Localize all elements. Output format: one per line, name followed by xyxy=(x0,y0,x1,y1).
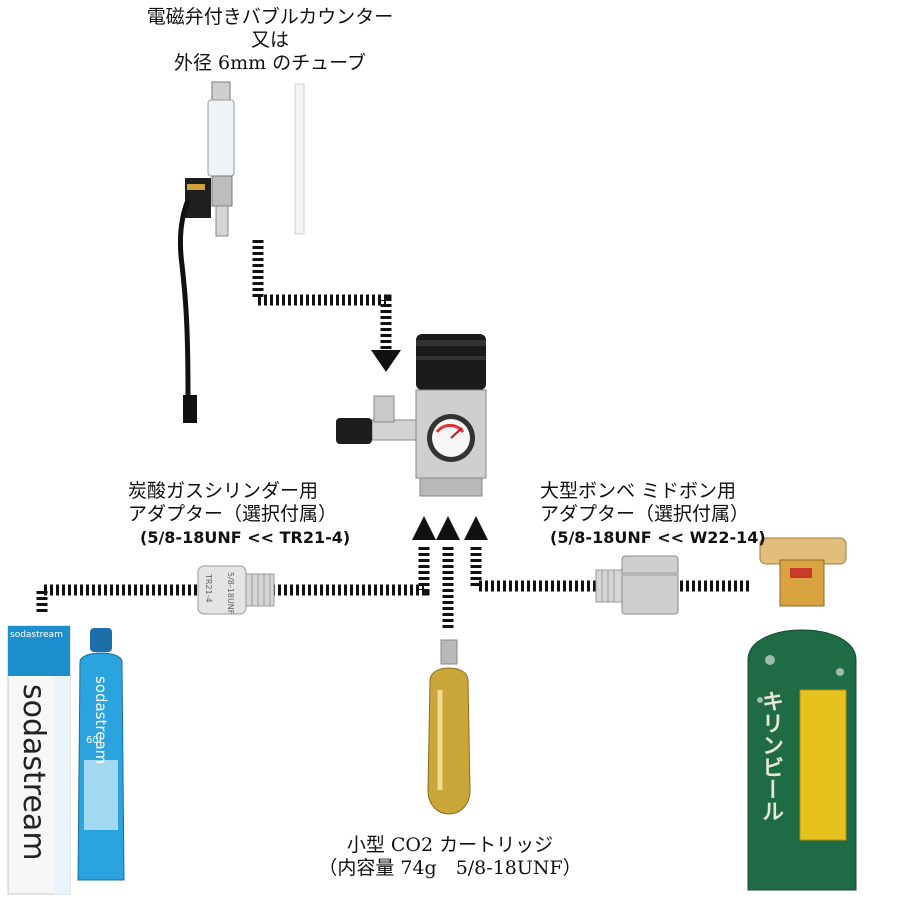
right-adapter-label: 大型ボンベ ミドボン用 アダプター（選択付属） xyxy=(540,480,749,526)
bubble-counter-icon xyxy=(177,81,235,423)
connector-lines xyxy=(36,240,752,628)
left-adapter-icon xyxy=(197,565,275,615)
pressure-regulator-icon xyxy=(336,334,487,497)
connector-right-adapter-to-regulator xyxy=(470,545,596,592)
arrow-up-icon xyxy=(436,516,460,540)
co2-cartridge-icon xyxy=(427,639,471,815)
bubble-counter-title-line3: 外径 6mm のチューブ xyxy=(173,52,367,74)
connector-bubble-counter-to-regulator xyxy=(252,240,392,352)
arrow-up-icon xyxy=(412,516,436,540)
right-adapter-icon xyxy=(595,555,679,615)
sodastream-box-word: sodastream xyxy=(16,684,51,861)
cartridge-line2: （内容量 74g 5/8-18UNF） xyxy=(318,857,582,879)
sodastream-bottle-word: sodastream xyxy=(92,676,110,765)
solenoid-valve-icon xyxy=(177,178,211,423)
sodastream-capacity: 60L xyxy=(86,735,105,746)
arrow-up-icon xyxy=(464,516,488,540)
sodastream-box-icon xyxy=(7,625,71,895)
sodastream-brand: sodastream xyxy=(10,630,63,640)
left-adapter-spec: (5/8-18UNF << TR21-4) xyxy=(140,528,351,547)
left-adapter-body-mark2: 5/8-18UNF xyxy=(226,572,235,615)
gas-cylinder-icon xyxy=(747,537,857,891)
cartridge-line1: 小型 CO2 カートリッジ xyxy=(346,834,554,856)
left-adapter-line2: アダプター（選択付属） xyxy=(128,503,338,525)
connector-left-adapter-to-regulator xyxy=(272,545,430,596)
tube-icon xyxy=(294,83,305,235)
right-adapter-line2: アダプター（選択付属） xyxy=(540,503,750,525)
pressure-gauge-icon xyxy=(427,414,475,462)
sodastream-bottle-icon xyxy=(77,628,125,881)
bubble-counter-title-line1: 電磁弁付きバブルカウンター xyxy=(146,6,394,28)
arrow-down-icon xyxy=(371,350,401,372)
tank-side-text: キリンビール xyxy=(758,690,783,822)
right-adapter-line1: 大型ボンベ ミドボン用 xyxy=(540,480,737,502)
bubble-counter-label: 電磁弁付きバブルカウンター 又は 外径 6mm のチューブ xyxy=(110,6,430,75)
left-adapter-line1: 炭酸ガスシリンダー用 xyxy=(128,480,319,502)
connector-sodastream-to-regulator xyxy=(36,584,200,612)
right-adapter-spec: (5/8-18UNF << W22-14) xyxy=(550,528,766,547)
arrow-heads xyxy=(371,350,488,540)
left-adapter-body-mark1: TR21-4 xyxy=(204,574,213,603)
bubble-counter-title-line2: 又は xyxy=(250,29,289,51)
left-adapter-label: 炭酸ガスシリンダー用 アダプター（選択付属） xyxy=(128,480,337,526)
cartridge-label: 小型 CO2 カートリッジ （内容量 74g 5/8-18UNF） xyxy=(300,834,600,880)
